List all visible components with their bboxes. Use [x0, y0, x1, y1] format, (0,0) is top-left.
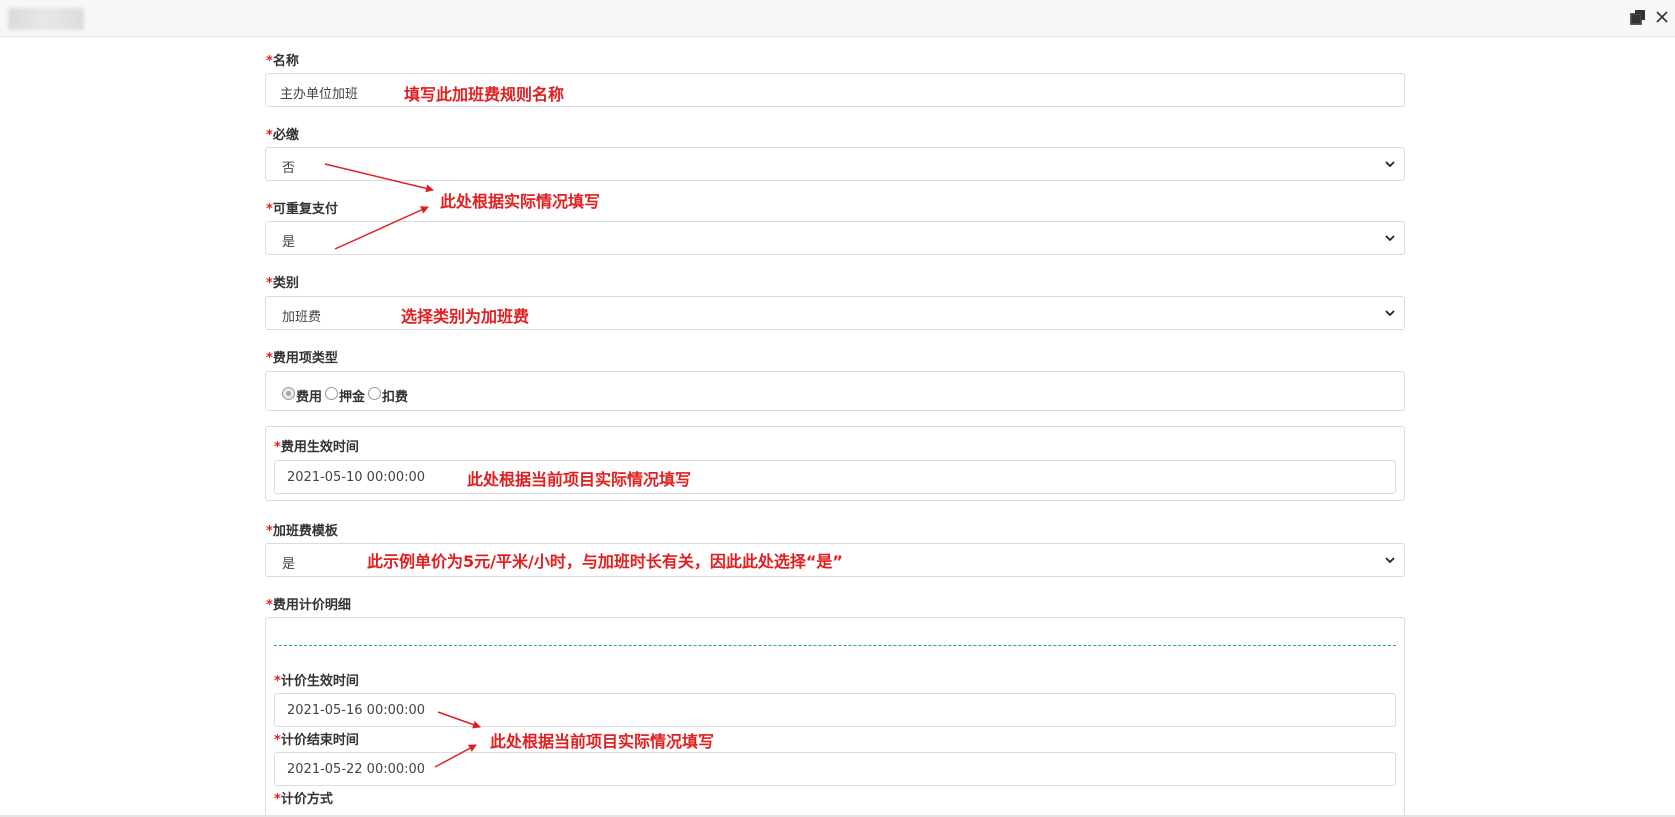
effective-time-annotation: 此处根据当前项目实际情况填写	[467, 470, 692, 489]
pricing-detail-label: *费用计价明细	[266, 598, 351, 613]
restore-window-icon[interactable]	[1630, 9, 1646, 25]
overtime-template-label: *加班费模板	[266, 524, 338, 539]
chevron-down-icon	[1384, 554, 1396, 566]
close-icon[interactable]	[1654, 9, 1670, 25]
chevron-down-icon	[1384, 232, 1396, 244]
repeatable-pay-label: *可重复支付	[266, 202, 338, 217]
category-value: 加班费	[282, 310, 322, 325]
overtime-template-value: 是	[282, 557, 296, 572]
effective-time-input[interactable]: 2021-05-10 00:00:00	[274, 460, 1396, 494]
category-select[interactable]: 加班费	[265, 296, 1405, 330]
effective-time-value: 2021-05-10 00:00:00	[287, 470, 426, 485]
fee-type-radio-group: 费用 押金 扣费	[265, 371, 1405, 411]
required-pay-select[interactable]: 否	[265, 147, 1405, 181]
name-annotation: 填写此加班费规则名称	[404, 85, 565, 104]
window-title-blurred	[8, 8, 84, 30]
category-label: *类别	[266, 276, 299, 291]
chevron-down-icon	[1384, 307, 1396, 319]
pricing-start-input[interactable]: 2021-05-16 00:00:00	[274, 693, 1396, 727]
pricing-detail-panel: *计价生效时间 2021-05-16 00:00:00 *计价结束时间 2021…	[265, 617, 1405, 817]
pricing-method-label: *计价方式	[274, 792, 333, 807]
pricing-start-label: *计价生效时间	[274, 674, 359, 689]
repeatable-pay-value: 是	[282, 235, 296, 250]
repeatable-pay-select[interactable]: 是	[265, 221, 1405, 255]
window-titlebar	[0, 0, 1675, 37]
fee-type-radio-fee[interactable]	[282, 387, 295, 400]
name-input-value: 主办单位加班	[280, 87, 359, 102]
fee-type-option-label: 费用	[296, 390, 323, 405]
effective-time-panel: *费用生效时间 2021-05-10 00:00:00	[265, 426, 1405, 501]
pricing-end-value: 2021-05-22 00:00:00	[287, 762, 426, 777]
pricing-end-label: *计价结束时间	[274, 733, 359, 748]
fee-type-label: *费用项类型	[266, 351, 338, 366]
pricing-end-input[interactable]: 2021-05-22 00:00:00	[274, 752, 1396, 786]
effective-time-label: *费用生效时间	[274, 440, 359, 455]
fee-type-radio-deposit[interactable]	[325, 387, 339, 400]
fee-type-radio-deduction[interactable]	[368, 387, 382, 400]
overtime-template-select[interactable]: 是	[265, 543, 1405, 577]
name-input[interactable]: 主办单位加班	[265, 73, 1405, 107]
pricing-divider	[274, 645, 1396, 646]
pay-annotation: 此处根据实际情况填写	[440, 192, 601, 211]
pricing-start-value: 2021-05-16 00:00:00	[287, 703, 426, 718]
bottom-divider	[0, 815, 1675, 817]
required-pay-label: *必缴	[266, 128, 299, 143]
required-pay-value: 否	[282, 161, 296, 176]
fee-type-option-label: 扣费	[382, 390, 409, 405]
category-annotation: 选择类别为加班费	[401, 307, 530, 326]
fee-type-option-label: 押金	[339, 390, 366, 405]
overtime-template-annotation: 此示例单价为5元/平米/小时，与加班时长有关，因此此处选择“是”	[367, 552, 843, 571]
chevron-down-icon	[1384, 158, 1396, 170]
pricing-annotation: 此处根据当前项目实际情况填写	[490, 732, 715, 751]
name-label: *名称	[266, 54, 299, 69]
